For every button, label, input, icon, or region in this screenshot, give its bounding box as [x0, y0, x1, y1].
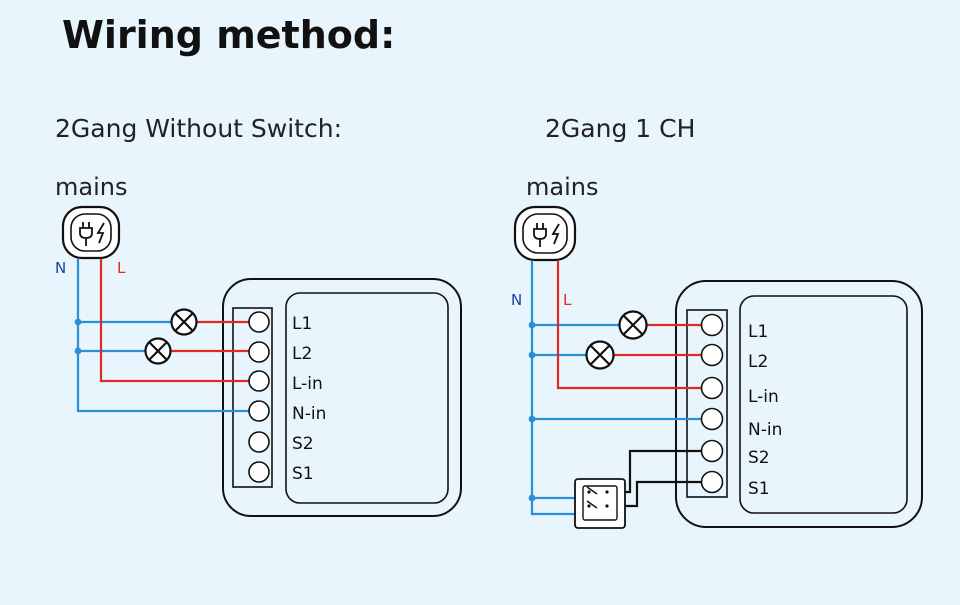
left-terminal-screw	[248, 370, 270, 392]
left-diagram: 2Gang Without Switch: mains N L	[55, 114, 462, 517]
lightning-icon	[551, 223, 560, 245]
left-mains-label: mains	[55, 173, 127, 201]
plug-icon	[513, 205, 577, 262]
left-terminal-label: L1	[292, 314, 312, 334]
left-terminal-label: S2	[292, 434, 314, 454]
right-mains-label: mains	[526, 173, 598, 201]
left-module-outer	[222, 278, 462, 517]
right-l-label: L	[563, 291, 572, 309]
right-terminal-screw	[700, 376, 724, 400]
right-terminal-screw	[700, 407, 724, 431]
lamp-icon	[144, 337, 172, 365]
left-terminal-screw	[248, 461, 270, 483]
right-terminal-label: L2	[748, 352, 768, 372]
lamp-icon	[585, 340, 615, 370]
right-module-inner	[739, 295, 908, 514]
right-terminal-label: S1	[748, 479, 770, 499]
right-module-outer	[675, 280, 923, 528]
lightning-icon	[96, 222, 105, 244]
lamp-icon	[170, 308, 198, 336]
left-subtitle: 2Gang Without Switch:	[55, 114, 342, 143]
left-terminal-screw	[248, 311, 270, 333]
double-switch-icon	[574, 478, 626, 529]
left-terminal-label: L2	[292, 344, 312, 364]
right-neutral-wire	[530, 261, 712, 516]
right-terminal-screw	[700, 439, 724, 463]
left-terminal-screw	[248, 431, 270, 453]
right-terminal-label: S2	[748, 448, 770, 468]
right-terminal-screw	[700, 313, 724, 337]
right-terminal-screw	[700, 343, 724, 367]
left-terminal-label: S1	[292, 464, 314, 484]
left-n-label: N	[55, 259, 66, 277]
right-terminal-label: L-in	[748, 387, 779, 407]
right-terminal-label: N-in	[748, 420, 782, 440]
left-terminal-block	[232, 307, 273, 488]
right-terminal-label: L1	[748, 322, 768, 342]
right-subtitle: 2Gang 1 CH	[545, 114, 695, 143]
page-title: Wiring method:	[62, 13, 395, 57]
left-module-inner	[285, 292, 449, 504]
lamp-icon	[618, 310, 648, 340]
left-l-label: L	[117, 259, 126, 277]
right-terminal-screw	[700, 470, 724, 494]
right-n-label: N	[511, 291, 522, 309]
left-terminal-label: L-in	[292, 374, 323, 394]
right-diagram: 2Gang 1 CH mains N L	[511, 114, 923, 529]
plug-icon	[61, 205, 121, 260]
left-terminal-screw	[248, 341, 270, 363]
left-neutral-wire	[76, 259, 259, 413]
left-terminal-label: N-in	[292, 404, 326, 424]
left-terminal-screw	[248, 400, 270, 422]
right-terminal-block	[686, 309, 728, 498]
